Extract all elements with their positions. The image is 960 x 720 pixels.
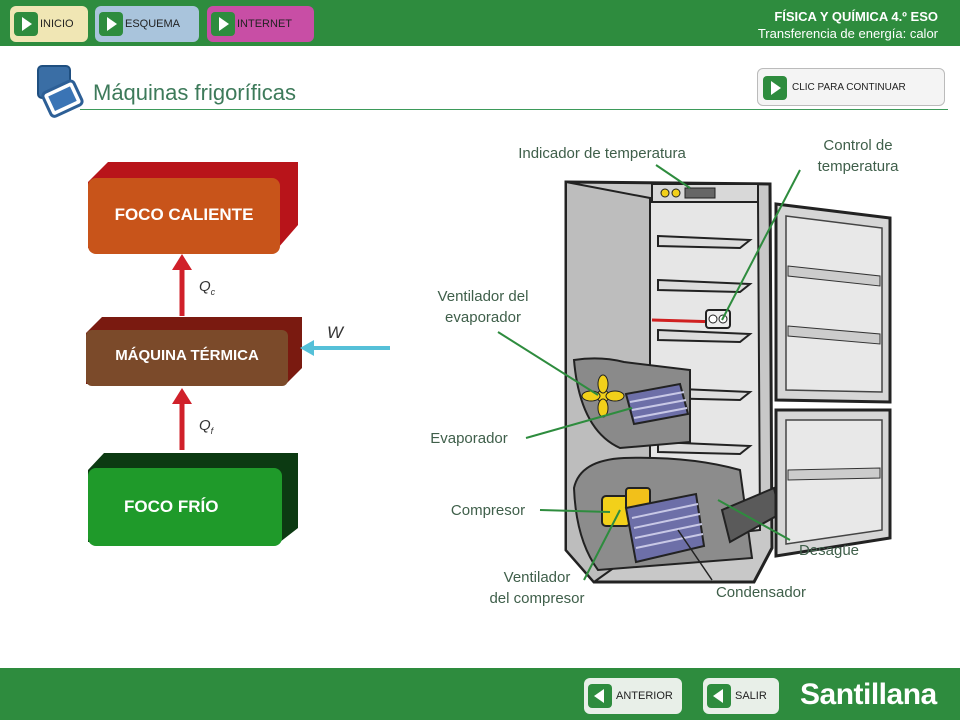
leader-condenser [677,529,713,581]
play-icon [99,12,123,36]
qf-arrowhead [172,388,192,404]
leader-temp-control [721,169,801,321]
hot-source-box [88,178,280,254]
nav-internet-button[interactable]: INTERNET [207,6,314,42]
leader-compressor [539,509,611,513]
shelf [657,234,753,250]
cold-source-label: FOCO FRÍO [124,497,219,516]
condenser-coils [624,492,706,564]
door-shelf [787,325,881,345]
header-title: FÍSICA Y QUÍMICA 4.º ESO Transferencia d… [758,8,938,42]
leader-comp-fan [583,509,621,581]
leader-temp-indicator [655,164,691,189]
door-inner [785,419,883,545]
indicator-light [660,188,670,198]
leader-evap-fan [497,331,599,396]
work-arrowhead [300,340,314,356]
machine-box [86,330,288,386]
nav-inicio-label: INICIO [40,18,74,30]
topic-title: Transferencia de energía: calor [757,26,938,41]
nav-internet-label: INTERNET [237,18,292,30]
evaporator-fan [581,374,625,418]
exit-button[interactable]: SALIR [703,678,779,714]
qf-label: Qf [199,417,214,436]
energy-diagram [86,162,390,546]
indicator-light [671,188,681,198]
door-inner [785,215,883,393]
label-evaporator: Evaporador [430,430,508,447]
refrigerator-illustration [564,180,892,584]
temp-display [684,187,716,199]
cold-source-box [88,468,282,546]
label-drain: Desagüe [798,542,860,559]
course-title: FÍSICA Y QUÍMICA 4.º ESO [774,9,938,24]
brand-logo: Santillana [800,678,937,711]
back-arrow-icon [707,684,731,708]
leader-drain [717,499,791,541]
continue-label: CLIC PARA CONTINUAR [792,82,906,93]
shelf [657,440,753,456]
bottom-bar [0,668,960,720]
play-icon [763,76,787,100]
nav-esquema-label: ESQUEMA [125,18,181,30]
evaporator-coils [624,382,690,426]
qc-arrowhead [172,254,192,270]
exit-label: SALIR [735,690,767,702]
previous-label: ANTERIOR [616,690,673,702]
hot-source-label: FOCO CALIENTE [114,205,254,224]
qc-label: Qc [199,278,216,297]
nav-inicio-button[interactable]: INICIO [10,6,88,42]
shelf [657,278,753,294]
continue-button[interactable]: CLIC PARA CONTINUAR [757,68,945,106]
machine-label: MÁQUINA TÉRMICA [115,347,259,364]
section-icon [37,65,84,118]
label-compressor: Compresor [450,502,526,519]
play-icon [211,12,235,36]
nav-esquema-button[interactable]: ESQUEMA [95,6,199,42]
title-underline [80,109,948,110]
door-shelf [787,265,881,287]
back-arrow-icon [588,684,612,708]
shelf [657,328,753,344]
previous-button[interactable]: ANTERIOR [584,678,682,714]
play-icon [14,12,38,36]
work-label: W [327,323,344,342]
leader-evaporator [525,407,633,439]
door-shelf [787,467,881,481]
label-temp-indicator: Indicador de temperatura [518,145,686,162]
knob-dial [708,314,718,324]
label-condenser: Condensador [715,584,807,601]
page-title: Máquinas frigoríficas [93,80,296,105]
